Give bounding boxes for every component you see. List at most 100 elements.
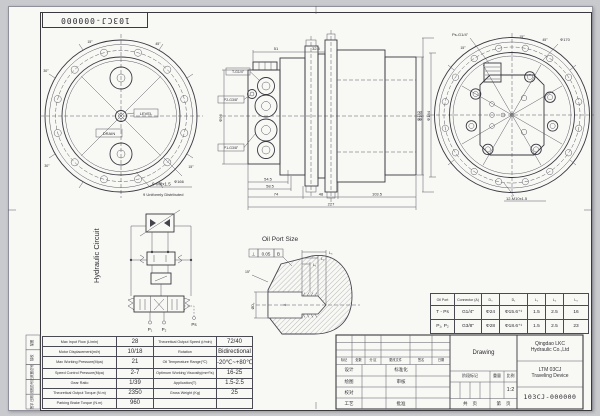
left-angle-label: 15°: [87, 40, 93, 44]
spec-value: 25: [216, 387, 253, 399]
titleblock-draw-label: 绘图: [344, 378, 354, 384]
right-dia-inner: Φ184: [426, 110, 431, 121]
port-cell: Φ28: [481, 319, 500, 334]
model-name-line1: LTM 03CJ: [538, 367, 562, 374]
stage-mark-label: 阶段标记: [462, 373, 478, 379]
port-cell: 1.5: [527, 319, 546, 334]
oil-port-size-title: Oil Port Size: [262, 236, 299, 243]
drawing-number-top-box: 103CJ-000000: [42, 12, 148, 28]
oil-port-table-header: Oil Port Connector (A) D₀ D₁ L₁ L₂ L₃: [430, 293, 589, 306]
spec-value: 2-7: [116, 367, 154, 379]
titleblock-check-label: 校对: [344, 389, 354, 395]
dim-48: 48: [319, 192, 324, 197]
spec-label: Motor Displacement(ml/r): [42, 346, 117, 358]
drain-port-label: DRAIN: [103, 131, 116, 136]
dim-l1-label: L₁: [313, 263, 317, 267]
dim-dia-left: Φ96: [218, 113, 223, 121]
port-col-header: D₀: [481, 293, 500, 306]
port-col-header: Connector (A): [454, 293, 482, 306]
left-flange-view: 15° 45° 30° 30° 15° LEVEL DRAIN 9-M8x1.5…: [40, 34, 203, 198]
oil-port-table: Oil Port Connector (A) D₀ D₁ L₁ L₂ L₃ T …: [430, 293, 589, 334]
spec-value: 28: [116, 335, 154, 348]
dim-a-label: A: [283, 303, 287, 306]
rev-header-date: 日期: [437, 357, 445, 362]
right-angle-label: 15°: [519, 35, 525, 39]
hydraulic-port-p1: P₁: [148, 327, 153, 332]
hydraulic-port-ps: Ps: [191, 322, 197, 327]
frame-center-ticks: [8, 6, 591, 409]
dim-l3-label: L₃: [329, 251, 333, 255]
hydraulic-circuit-title: Hydraulic Circuit: [92, 227, 101, 283]
spec-value: Bidirectional: [216, 346, 253, 358]
spec-value: 960: [116, 397, 154, 410]
spec-row: Max Working Pressure(Mpa) 21 Oil Tempera…: [42, 356, 253, 369]
spec-label: Theoretical Output Speed (r/min): [153, 335, 217, 348]
dim-227: 227: [328, 202, 335, 207]
spec-row: Theoretical Output Torque (N.m) 2350 Gro…: [42, 387, 253, 399]
spec-value: 1.5-2.5: [216, 377, 253, 389]
spec-value: [216, 397, 253, 410]
edge-box-label: 描校: [29, 354, 34, 361]
dim-51: 51: [274, 46, 279, 51]
spec-row: Max Input Flow (L/min) 28 Theoretical Ou…: [42, 335, 253, 348]
pages-number: 第 页: [496, 401, 511, 407]
right-dia-outer: Φ190: [418, 110, 423, 121]
titleblock-design-label: 设计: [344, 367, 354, 373]
left-view-angle-ticks: [48, 43, 194, 189]
dim-54-5: 54.5: [264, 177, 273, 182]
spec-label: Max Input Flow (L/min): [42, 335, 117, 348]
left-angle-label: 30°: [44, 164, 50, 168]
right-view-inner-holes: [465, 71, 559, 156]
right-flange-view: 15° 45° 15° Ps-G1/4" Φ170 12-M10x1.5 Φ19…: [418, 32, 594, 202]
scale-label: 比例: [506, 373, 515, 379]
dim-103-5: 103.5: [372, 192, 383, 197]
edge-box-label: 描图: [29, 340, 34, 346]
right-angle-label: 15°: [460, 46, 466, 50]
spec-label: Oil Temperature Range(℃): [153, 356, 217, 369]
dim-l2-label: L₂: [321, 257, 325, 261]
edge-box-label: 签字 日期: [29, 395, 34, 409]
port-ps-label: Ps-G1/4": [452, 32, 469, 37]
tolerance-symbol: ⊥: [252, 252, 256, 257]
pages-total: 共 页: [462, 401, 477, 407]
company-name-line1: Qingdao LKC: [534, 341, 566, 348]
port-cell: Φ24: [481, 305, 500, 320]
spec-value: 21: [116, 356, 154, 369]
port-cell: 23: [563, 319, 589, 334]
dim-d0-label: ØD₀: [251, 302, 255, 309]
dim-58-5: 58.5: [266, 184, 275, 189]
spec-value: 72/40: [216, 335, 253, 348]
titleblock-approve-label: 批准: [396, 400, 406, 406]
spec-row: Motor Displacement(ml/r) 10/18 Rotation …: [42, 346, 253, 358]
left-bolt-callout: 9-M8x1.5: [152, 182, 171, 187]
port-t-label: T-G1/4": [232, 70, 245, 74]
dim-dia-right: Φ152: [416, 110, 421, 121]
spec-table: Max Input Flow (L/min) 28 Theoretical Ou…: [42, 335, 253, 410]
tolerance-datum: B: [277, 252, 280, 257]
hydraulic-port-p2: P₂: [162, 327, 167, 332]
scale-value: 1:2: [506, 387, 515, 394]
drawing-type-label: Drawing: [472, 349, 495, 356]
rev-header-docs: 更改文件: [389, 357, 402, 362]
spec-label: Gross Weight (Kg): [153, 387, 217, 399]
spec-label: Optimum Working Viscosity(mm²/s): [153, 367, 217, 379]
right-bolt-callout: 12-M10x1.5: [506, 196, 528, 201]
port-cell: 2.5: [545, 319, 564, 334]
spec-label: [153, 397, 217, 410]
spec-label: Speed Control Pressure(Mpa): [42, 367, 117, 379]
port-cell: G1/4": [454, 305, 482, 320]
titleblock-review-label: 审核: [396, 378, 406, 384]
left-diameter-label: Φ166: [174, 179, 185, 184]
model-name-line2: Traveling Device: [531, 373, 569, 379]
spec-row: Parking Brake Torque (N.m) 960: [42, 397, 253, 410]
spec-row: Speed Control Pressure(Mpa) 2-7 Optimum …: [42, 367, 253, 379]
port-cell: 2.5: [545, 305, 564, 320]
port-cell: 1.5: [527, 305, 546, 320]
dim-angle-label: 15°: [245, 270, 251, 274]
title-block-grid: [335, 334, 584, 410]
spec-label: Rotation: [153, 346, 217, 358]
right-view-bolt-holes: [441, 44, 583, 186]
port-col-header: Oil Port: [430, 293, 455, 306]
port-cell: G3/8": [454, 319, 482, 334]
oil-port-row: P₁, P₂ G3/8" Φ28 Φ18.6⁺¹ 1.5 2.5 23: [430, 319, 589, 334]
